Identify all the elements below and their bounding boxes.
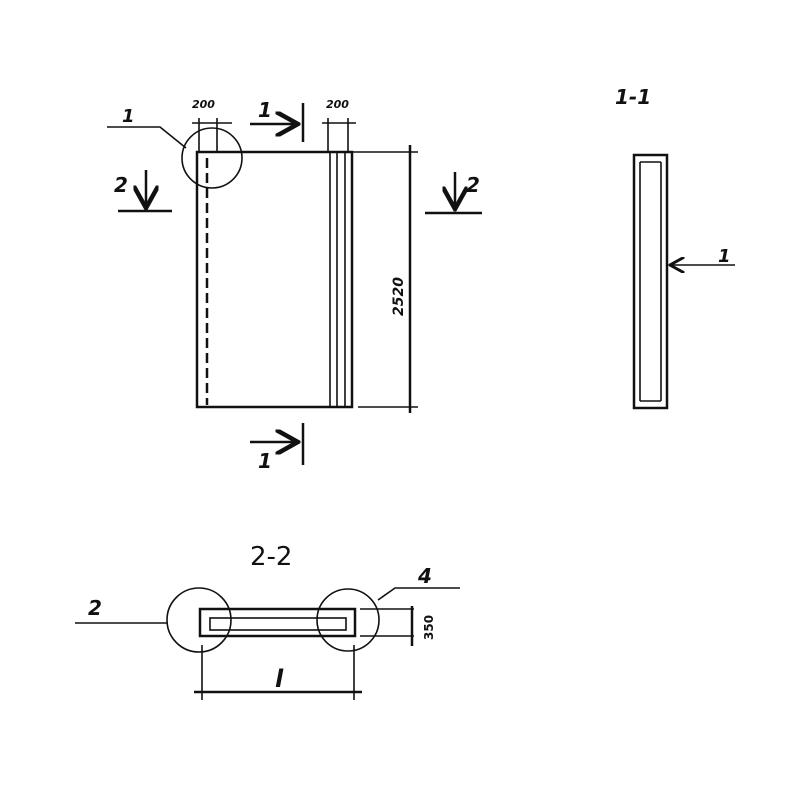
panel-outline <box>195 150 354 409</box>
leader-label: 1 <box>718 246 731 267</box>
dim-height: 2520 <box>391 277 407 316</box>
section-title: 2-2 <box>250 542 292 572</box>
dim-right-top: 200 <box>326 98 349 111</box>
dim-left-top: 200 <box>192 98 215 111</box>
section-2-left-label: 2 <box>114 173 128 197</box>
dim-length: l <box>275 665 284 693</box>
section-title: 1-1 <box>615 85 651 109</box>
section-1-1: 1-1 1 <box>615 85 735 410</box>
leader-label: 1 <box>122 106 135 127</box>
leader-right-label: 4 <box>417 564 432 588</box>
section-2-2: 2-2 2 4 350 l <box>75 542 460 700</box>
leader-line <box>107 126 187 149</box>
dim-thickness: 350 <box>422 615 436 640</box>
section-2-right-label: 2 <box>466 173 480 197</box>
section-1-top-label: 1 <box>258 98 272 122</box>
section-1-bottom-label: 1 <box>258 449 272 473</box>
detail-circle <box>181 127 243 189</box>
panel-elevation: 1 200 200 2520 1 1 2 2 <box>107 98 482 473</box>
leader-left-label: 2 <box>88 596 102 620</box>
